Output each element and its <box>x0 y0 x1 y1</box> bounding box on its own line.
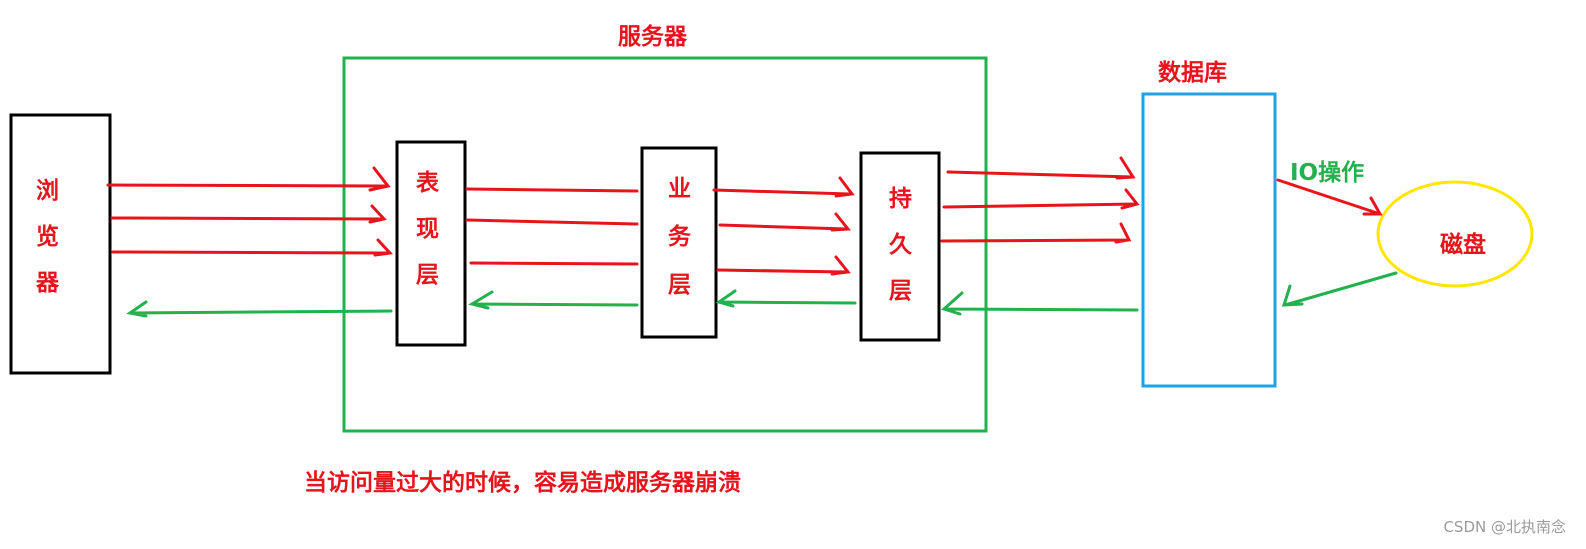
business-layer-label: 业 务 层 <box>668 176 699 298</box>
database-label: 数据库 <box>1158 60 1227 86</box>
request-arrows-browser-to-presentation <box>106 166 394 257</box>
business-layer-box <box>640 146 718 339</box>
request-arrow <box>469 261 639 266</box>
browser-label: 浏 览 器 <box>35 178 67 296</box>
browser-char-1: 浏 <box>36 178 59 204</box>
browser-char-3: 器 <box>35 270 60 296</box>
request-arrow <box>942 188 1140 210</box>
response-arrows <box>126 271 1398 318</box>
persistence-layer-label: 持 久 层 <box>889 186 920 304</box>
watermark: CSDN @北执南念 <box>1443 518 1566 536</box>
browser-char-2: 览 <box>36 223 59 250</box>
request-arrows-presentation-to-business <box>465 187 639 266</box>
response-arrow-disk-to-database <box>1281 271 1398 307</box>
request-arrow <box>465 187 639 193</box>
disk-ellipse <box>1376 180 1534 288</box>
disk-label: 磁盘 <box>1440 231 1486 258</box>
response-arrow-presentation-to-browser <box>126 300 393 318</box>
persistence-char-3: 层 <box>889 278 912 304</box>
io-operation-label: IO操作 <box>1290 160 1364 186</box>
request-arrows-persistence-to-database <box>940 156 1140 244</box>
request-arrow <box>718 212 851 232</box>
presentation-char-1: 表 <box>416 170 440 196</box>
io-arrow-database-to-disk <box>1276 178 1383 216</box>
request-arrow <box>712 176 855 198</box>
persistence-layer-box <box>859 151 941 342</box>
presentation-char-2: 现 <box>416 216 439 242</box>
persistence-char-2: 久 <box>889 231 912 258</box>
request-arrows-business-to-persistence <box>712 176 855 276</box>
request-arrow <box>946 156 1136 180</box>
response-arrow-database-to-persistence <box>941 291 1139 316</box>
presentation-char-3: 层 <box>416 262 439 288</box>
business-char-2: 务 <box>668 224 692 250</box>
request-arrow <box>465 218 639 226</box>
request-arrow <box>110 204 387 224</box>
business-char-1: 业 <box>668 176 691 202</box>
business-char-3: 层 <box>668 272 691 298</box>
response-arrow-persistence-to-business <box>715 289 857 308</box>
browser-box <box>9 113 112 375</box>
request-arrow <box>716 255 851 276</box>
database-box <box>1141 92 1277 388</box>
response-arrow-business-to-presentation <box>468 290 639 310</box>
persistence-char-1: 持 <box>889 186 912 212</box>
server-box <box>342 56 988 433</box>
presentation-layer-label: 表 现 层 <box>416 170 447 288</box>
request-arrow <box>940 222 1132 244</box>
overload-note: 当访问量过大的时候，容易造成服务器崩溃 <box>304 469 741 496</box>
server-label: 服务器 <box>618 24 688 50</box>
request-arrow <box>106 166 391 192</box>
request-arrow <box>111 238 394 257</box>
presentation-layer-box <box>395 140 467 347</box>
